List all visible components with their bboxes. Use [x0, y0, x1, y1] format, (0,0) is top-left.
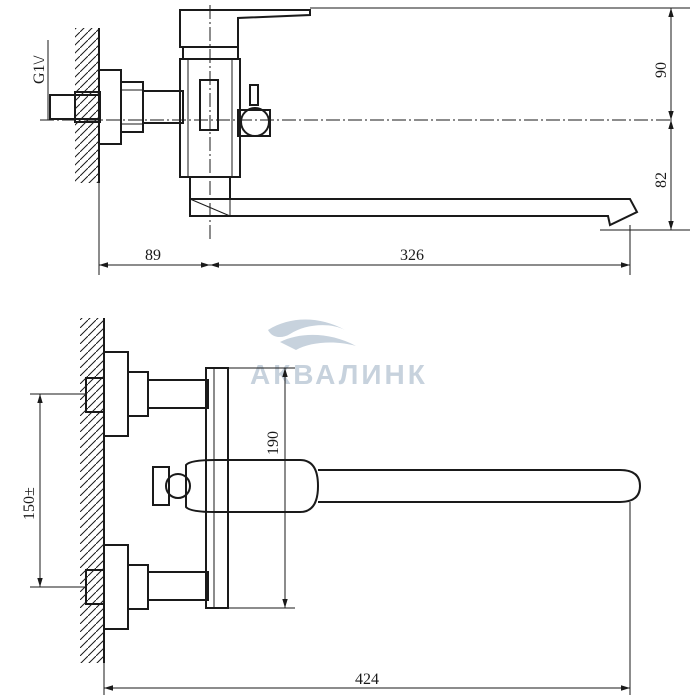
- dim-overall-length: 424: [355, 671, 379, 688]
- plan-view: [30, 318, 642, 695]
- dim-spout-reach: 326: [400, 247, 424, 264]
- wall-hatch-top: [75, 28, 99, 183]
- dim-wall-offset: 89: [145, 247, 161, 264]
- dim-inlet-spacing: 150±: [21, 487, 38, 520]
- brand-watermark: АКВАЛИНК: [250, 359, 428, 390]
- dim-height-lower: 82: [653, 172, 670, 188]
- side-view: [40, 5, 690, 275]
- thread-label: G1\/: [31, 55, 48, 84]
- wave-icon-secondary: [280, 334, 356, 350]
- dim-height-upper: 90: [653, 62, 670, 78]
- wave-icon: [268, 319, 345, 338]
- dim-body-height: 190: [265, 431, 282, 455]
- brand-logo: АКВАЛИНК: [250, 319, 428, 390]
- wall-hatch-bottom: [80, 318, 104, 663]
